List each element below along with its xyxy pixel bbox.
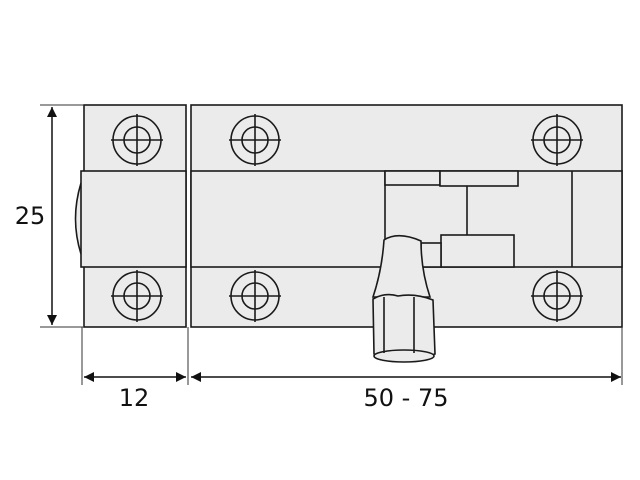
keeper-bump xyxy=(74,182,82,255)
keeper-width-label: 12 xyxy=(119,384,150,412)
screw-hole-icon xyxy=(531,114,583,166)
screw-hole-icon xyxy=(531,270,583,322)
keeper-sleeve xyxy=(80,170,187,268)
height-label: 25 xyxy=(15,202,46,230)
screw-hole-icon xyxy=(229,114,281,166)
screw-hole-icon xyxy=(229,270,281,322)
bolt-length-label: 50 - 75 xyxy=(364,384,449,412)
screw-hole-icon xyxy=(111,114,163,166)
screw-hole-icon xyxy=(111,270,163,322)
slot xyxy=(384,170,441,186)
bolt-handle xyxy=(371,234,436,363)
